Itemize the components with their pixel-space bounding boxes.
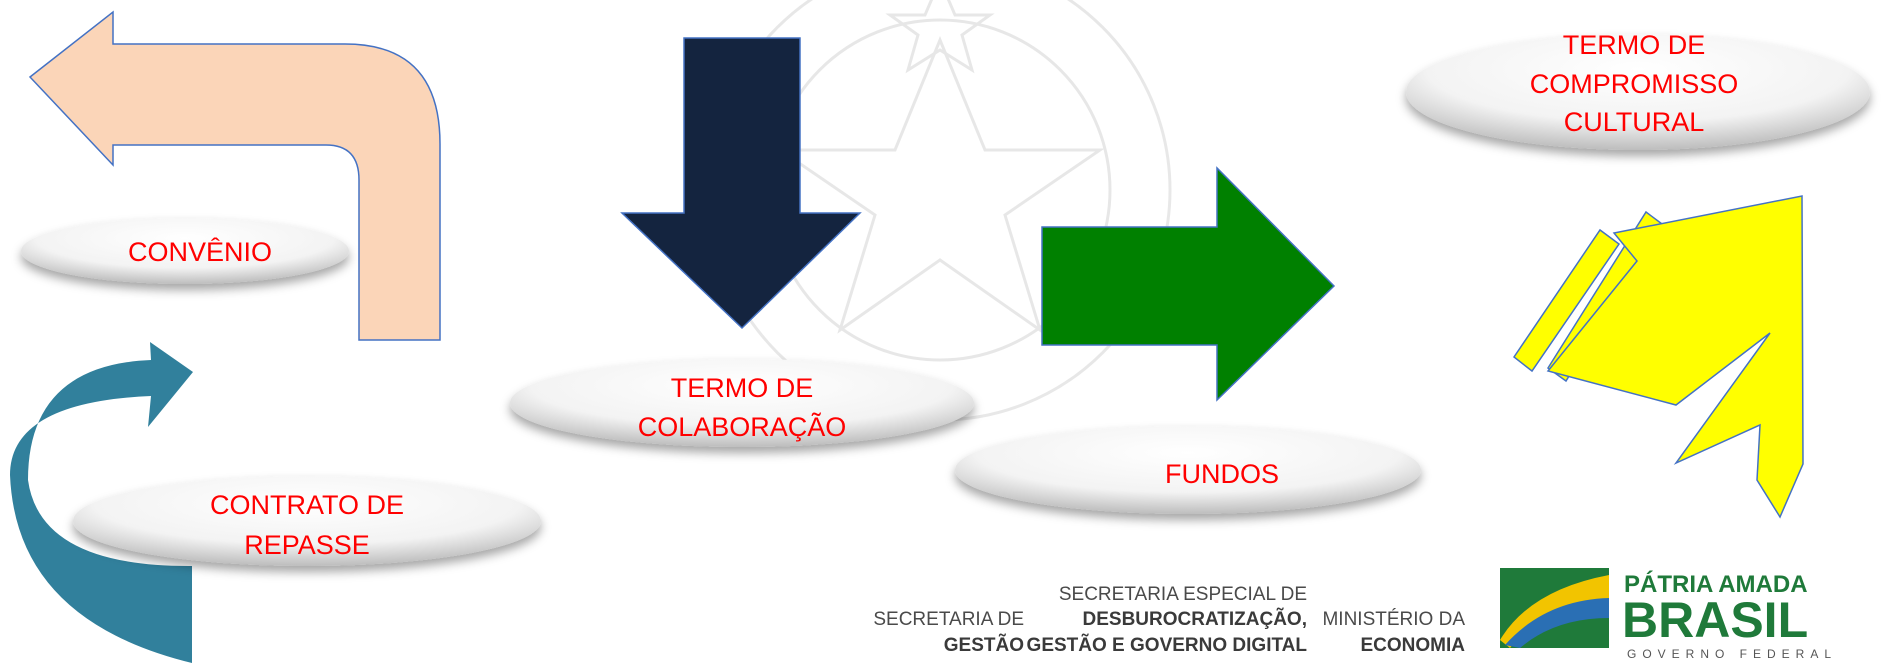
convenio-text: CONVÊNIO	[128, 236, 272, 267]
colaboracao-line1-text: TERMO DE	[671, 373, 814, 403]
compromisso-line1-text: TERMO DE	[1563, 30, 1706, 60]
brand-line3-text: GOVERNO FEDERAL	[1627, 647, 1837, 661]
yellow-striped-arrow	[1512, 195, 1804, 519]
navy-down-arrow	[620, 37, 862, 330]
teal-curved-arrow	[10, 342, 193, 663]
contrato-line1-text: CONTRATO DE	[210, 490, 404, 520]
especial-line3-text: GESTÃO E GOVERNO DIGITAL	[1027, 634, 1308, 656]
brand-line2-text: BRASIL	[1622, 592, 1808, 648]
brand-logo: PÁTRIA AMADA BRASIL GOVERNO FEDERAL	[1500, 568, 1837, 661]
contrato-line2-text: REPASSE	[244, 530, 370, 560]
fundos-text: FUNDOS	[1165, 459, 1279, 489]
label-termo-de-colaboracao: TERMO DE COLABORAÇÃO	[510, 359, 974, 447]
label-termo-de-compromisso-cultural: TERMO DE COMPROMISSO CULTURAL	[1406, 30, 1870, 150]
especial-line1-text: SECRETARIA ESPECIAL DE	[1059, 584, 1307, 605]
brand-line1-text: PÁTRIA AMADA	[1624, 570, 1808, 598]
colaboracao-line2-text: COLABORAÇÃO	[638, 411, 847, 442]
compromisso-line2-text: COMPROMISSO	[1530, 69, 1739, 99]
compromisso-line3-text: CULTURAL	[1564, 107, 1705, 137]
ministerio-line1-text: MINISTÉRIO DA	[1322, 609, 1465, 630]
gestao-text: GESTÃO	[944, 634, 1024, 656]
ministerio-line2-text: ECONOMIA	[1361, 635, 1466, 656]
label-contrato-de-repasse: CONTRATO DE REPASSE	[73, 476, 541, 566]
footer-credits: SECRETARIA DE GESTÃO SECRETARIA ESPECIAL…	[873, 584, 1465, 656]
label-convenio: CONVÊNIO	[21, 218, 349, 284]
secretaria-de-text: SECRETARIA DE	[873, 609, 1024, 630]
label-fundos: FUNDOS	[955, 426, 1421, 514]
peach-uturn-arrow	[28, 10, 441, 341]
especial-line2-text: DESBUROCRATIZAÇÃO,	[1083, 608, 1307, 630]
green-right-arrow	[1041, 166, 1336, 402]
